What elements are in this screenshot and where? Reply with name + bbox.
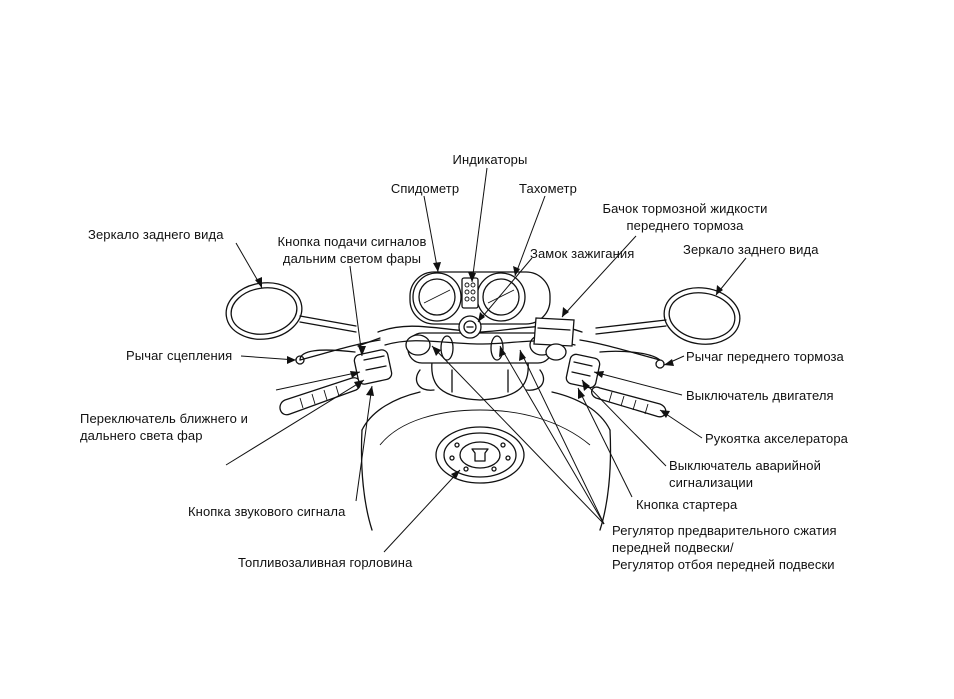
label-indicators: Индикаторы: [452, 152, 528, 167]
arrowheads: [255, 262, 723, 479]
fuel-tank: [360, 391, 612, 531]
label-fuel-filler-cap: Топливозаливная горловина: [238, 555, 413, 570]
left-grip: [279, 337, 393, 416]
clutch-lever-drawing: [295, 349, 356, 365]
label-speedometer: Спидометр: [390, 181, 460, 196]
label-engine-stop-switch: Выключатель двигателя: [686, 388, 834, 403]
label-starter-button: Кнопка стартера: [636, 497, 738, 512]
fuel-cap: [435, 426, 525, 484]
label-front-brake-lever: Рычаг переднего тормоза: [686, 349, 844, 364]
right-grip: [565, 353, 667, 418]
front-brake-lever-drawing: [599, 350, 665, 369]
label-suspension-adjuster: Регулятор предварительного сжатия передн…: [612, 523, 837, 572]
steering-head: [405, 332, 555, 401]
label-ignition-switch: Замок зажигания: [530, 246, 635, 261]
mirror-left-drawing: [225, 282, 357, 340]
label-mirror-left: Зеркало заднего вида: [88, 227, 224, 242]
label-passing-light-button: Кнопка подачи сигналов дальним светом фа…: [277, 234, 427, 266]
ignition-switch: [458, 315, 482, 339]
mirror-right-drawing: [595, 287, 741, 345]
label-brake-fluid-reservoir: Бачок тормозной жидкости переднего тормо…: [602, 201, 768, 233]
label-horn-button: Кнопка звукового сигнала: [188, 504, 346, 519]
label-throttle-grip: Рукоятка акселератора: [705, 431, 848, 446]
label-clutch-lever: Рычаг сцепления: [126, 348, 233, 363]
label-tachometer: Тахометр: [519, 181, 577, 196]
label-dimmer-switch: Переключатель ближнего и дальнего света …: [80, 411, 248, 443]
label-hazard-switch: Выключатель аварийной сигнализации: [669, 458, 821, 490]
label-mirror-right: Зеркало заднего вида: [683, 242, 819, 257]
brake-reservoir: [533, 317, 575, 361]
